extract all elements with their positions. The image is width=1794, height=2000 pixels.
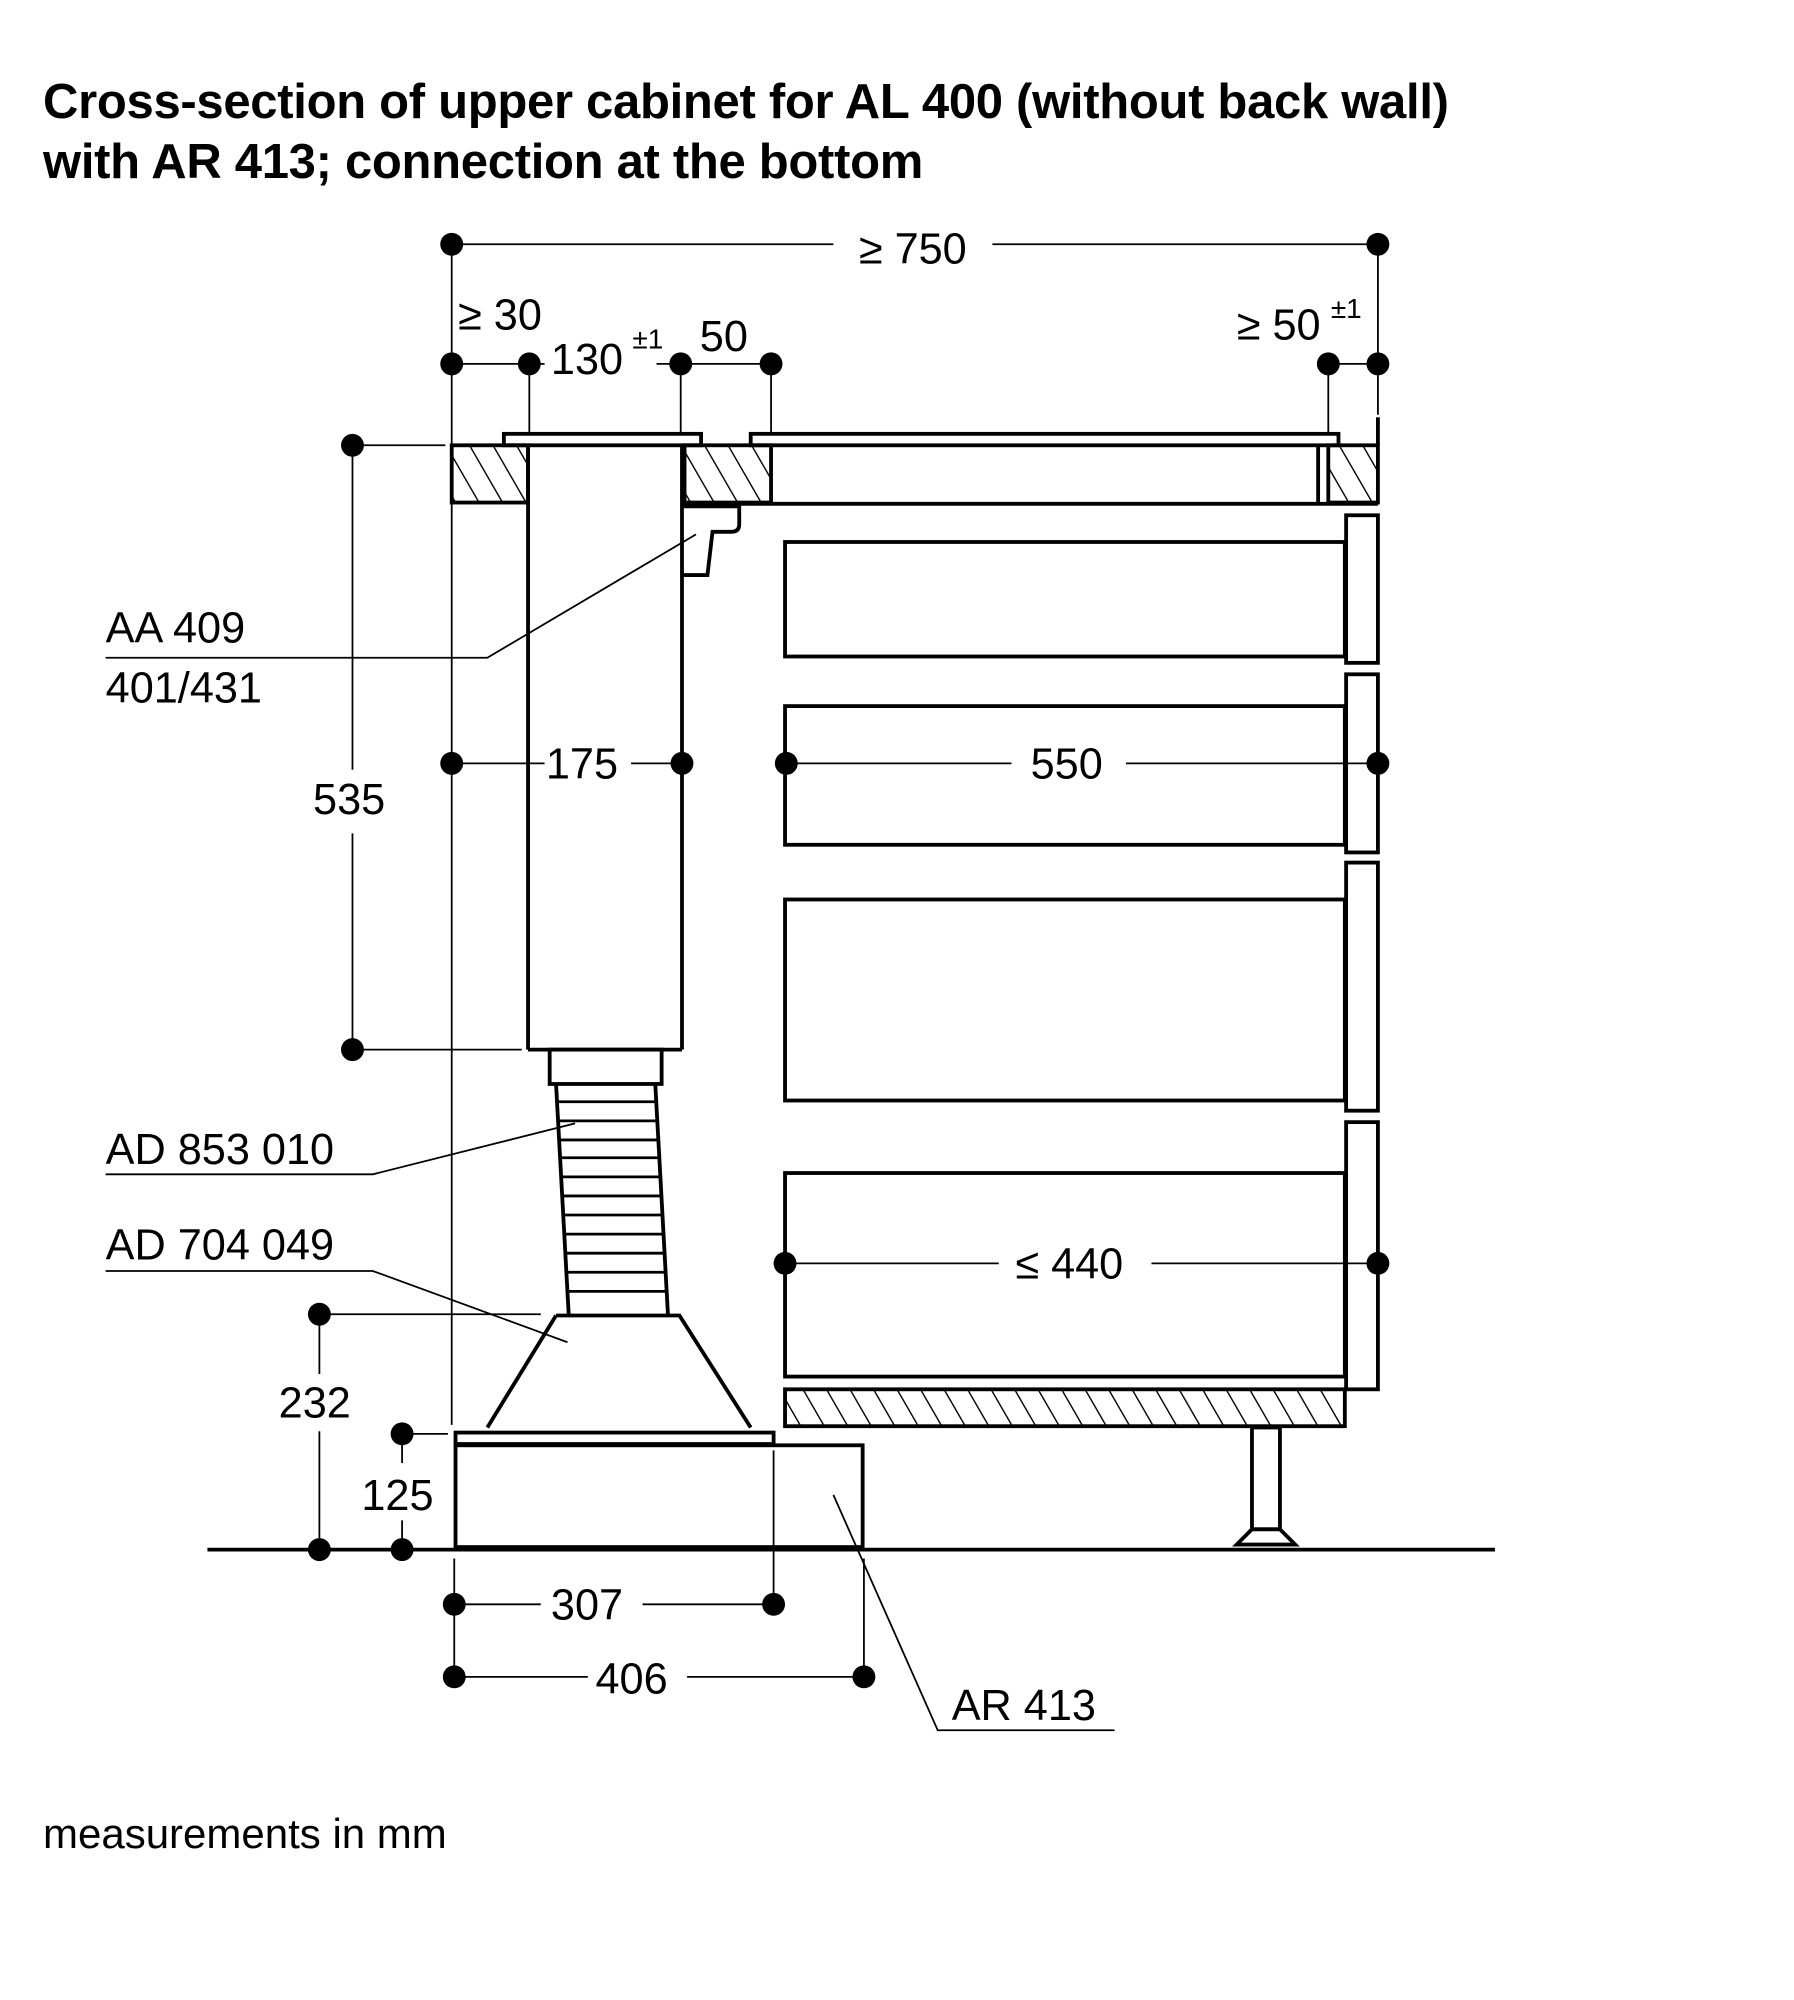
dim-175: 175 (440, 741, 694, 789)
title-line-2: with AR 413; connection at the bottom (43, 135, 923, 189)
page-title: Cross-section of upper cabinet for AL 40… (43, 72, 1449, 192)
label-ad853: AD 853 010 (106, 1122, 576, 1176)
dim-550: 550 (774, 741, 1390, 789)
dim-right-gap-label: ≥ 50 (1237, 302, 1321, 350)
label-aa409: AA 409 401/431 (106, 533, 697, 712)
transition-piece (453, 1313, 865, 1549)
dim-total-width: ≥ 750 (440, 225, 1390, 273)
label-ad704-text: AD 704 049 (106, 1222, 334, 1270)
dim-175-label: 175 (546, 741, 618, 789)
flexible-hose (554, 1083, 670, 1316)
label-aa401-text: 401/431 (106, 664, 262, 712)
dim-total-width-label: ≥ 750 (859, 225, 967, 273)
duct-vertical (526, 445, 742, 1086)
dim-550-label: 550 (1031, 741, 1103, 789)
label-ad704: AD 704 049 (106, 1222, 568, 1344)
dim-232-label: 232 (279, 1379, 351, 1427)
dim-535: 535 (313, 433, 522, 1062)
dim-535-label: 535 (313, 776, 385, 824)
dim-top-row: ≥ 30 130 ±1 50 ≥ 50 ±1 (440, 292, 1390, 384)
drawers (783, 513, 1380, 1547)
dim-307-label: 307 (551, 1582, 623, 1630)
label-ad853-text: AD 853 010 (106, 1126, 334, 1174)
units-note: measurements in mm (43, 1810, 447, 1857)
label-ar413-text: AR 413 (952, 1682, 1096, 1730)
title-line-1: Cross-section of upper cabinet for AL 40… (43, 75, 1449, 129)
extension-lines (450, 244, 1380, 1425)
dim-232-125: 232 125 (279, 1302, 541, 1562)
dim-right-gap-tol: ±1 (1331, 293, 1362, 324)
dim-rear-gap-label: 50 (700, 313, 748, 361)
dim-440-label: ≤ 440 (1015, 1241, 1123, 1289)
label-aa409-text: AA 409 (106, 604, 246, 652)
dim-307-406: 307 406 (442, 1450, 876, 1703)
worktop (449, 431, 1380, 506)
dim-125-label: 125 (361, 1472, 433, 1520)
dim-left-gap-label: ≥ 30 (458, 292, 542, 340)
label-ar413: AR 413 (832, 1494, 1115, 1732)
dim-440: ≤ 440 (773, 1241, 1390, 1289)
dim-cutout-label: 130 (551, 336, 623, 384)
dim-cutout-tol: ±1 (632, 324, 663, 355)
dim-406-label: 406 (595, 1655, 667, 1703)
